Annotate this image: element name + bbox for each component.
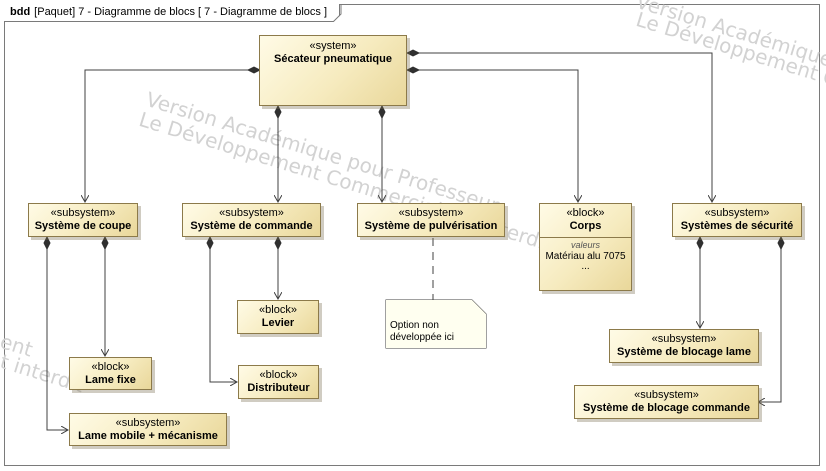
block-name: Système de coupe xyxy=(34,220,132,232)
note-line-2: développée ici xyxy=(390,332,454,343)
stereotype-label: «block» xyxy=(259,369,298,381)
link-root-securite xyxy=(407,53,712,202)
block-lame-fixe[interactable]: «block» Lame fixe xyxy=(69,357,152,390)
block-secateur-pneumatique[interactable]: «system» Sécateur pneumatique xyxy=(259,35,407,106)
compartment-title: valeurs xyxy=(570,240,600,250)
stereotype-label: «subsystem» xyxy=(50,207,116,219)
block-name: Corps xyxy=(569,220,602,232)
stereotype-label: «subsystem» xyxy=(115,417,181,429)
block-name: Système de blocage lame xyxy=(617,346,751,358)
block-systemes-de-securite[interactable]: «subsystem» Systèmes de sécurité xyxy=(672,203,802,237)
block-systeme-de-blocage-commande[interactable]: «subsystem» Système de blocage commande xyxy=(574,385,759,419)
block-systeme-de-commande[interactable]: «subsystem» Système de commande xyxy=(182,203,321,237)
block-systeme-de-blocage-lame[interactable]: «subsystem» Système de blocage lame xyxy=(609,329,759,363)
stereotype-label: «subsystem» xyxy=(704,207,770,219)
compartment-value: Matériau alu 7075 xyxy=(545,251,626,262)
block-corps[interactable]: «block» Corps valeurs Matériau alu 7075 … xyxy=(539,203,632,291)
link-securite-blocage-commande xyxy=(758,237,781,402)
block-systeme-de-pulverisation[interactable]: «subsystem» Système de pulvérisation xyxy=(357,203,505,237)
link-root-corps xyxy=(407,70,578,202)
values-compartment: valeurs Matériau alu 7075 ... xyxy=(540,237,631,272)
block-name: Sécateur pneumatique xyxy=(274,53,392,65)
block-levier[interactable]: «block» Levier xyxy=(237,300,319,334)
link-root-coupe xyxy=(85,70,260,202)
stereotype-label: «system» xyxy=(309,40,357,52)
link-coupe-lame-mobile xyxy=(47,237,68,430)
block-systeme-de-coupe[interactable]: «subsystem» Système de coupe xyxy=(28,203,138,237)
block-lame-mobile-mecanisme[interactable]: «subsystem» Lame mobile + mécanisme xyxy=(69,413,227,446)
stereotype-label: «block» xyxy=(259,304,297,316)
stereotype-label: «subsystem» xyxy=(219,207,284,219)
stereotype-label: «subsystem» xyxy=(398,207,464,219)
block-name: Distributeur xyxy=(247,382,310,394)
block-name: Levier xyxy=(261,317,295,329)
block-name: Systèmes de sécurité xyxy=(680,220,794,232)
note-line-1: Option non xyxy=(390,320,439,331)
stereotype-label: «block» xyxy=(566,207,605,219)
frame-title: [Paquet] 7 - Diagramme de blocs [ 7 - Di… xyxy=(34,6,328,18)
frame-kind: bdd xyxy=(10,6,31,18)
block-name: Lame fixe xyxy=(85,374,136,386)
stereotype-label: «block» xyxy=(91,361,130,373)
frame-title-tab: bdd[Paquet] 7 - Diagramme de blocs [ 7 -… xyxy=(4,4,340,22)
note-option-non-developpee: Option non développée ici xyxy=(386,300,486,348)
block-name: Système de commande xyxy=(190,220,313,232)
link-commande-distributeur xyxy=(210,237,237,382)
block-name: Lame mobile + mécanisme xyxy=(78,430,218,442)
stereotype-label: «subsystem» xyxy=(634,389,699,401)
stereotype-label: «subsystem» xyxy=(651,333,717,345)
block-name: Système de pulvérisation xyxy=(364,220,498,232)
block-distributeur[interactable]: «block» Distributeur xyxy=(238,365,319,399)
block-name: Système de blocage commande xyxy=(583,402,750,414)
compartment-more: ... xyxy=(581,261,590,272)
